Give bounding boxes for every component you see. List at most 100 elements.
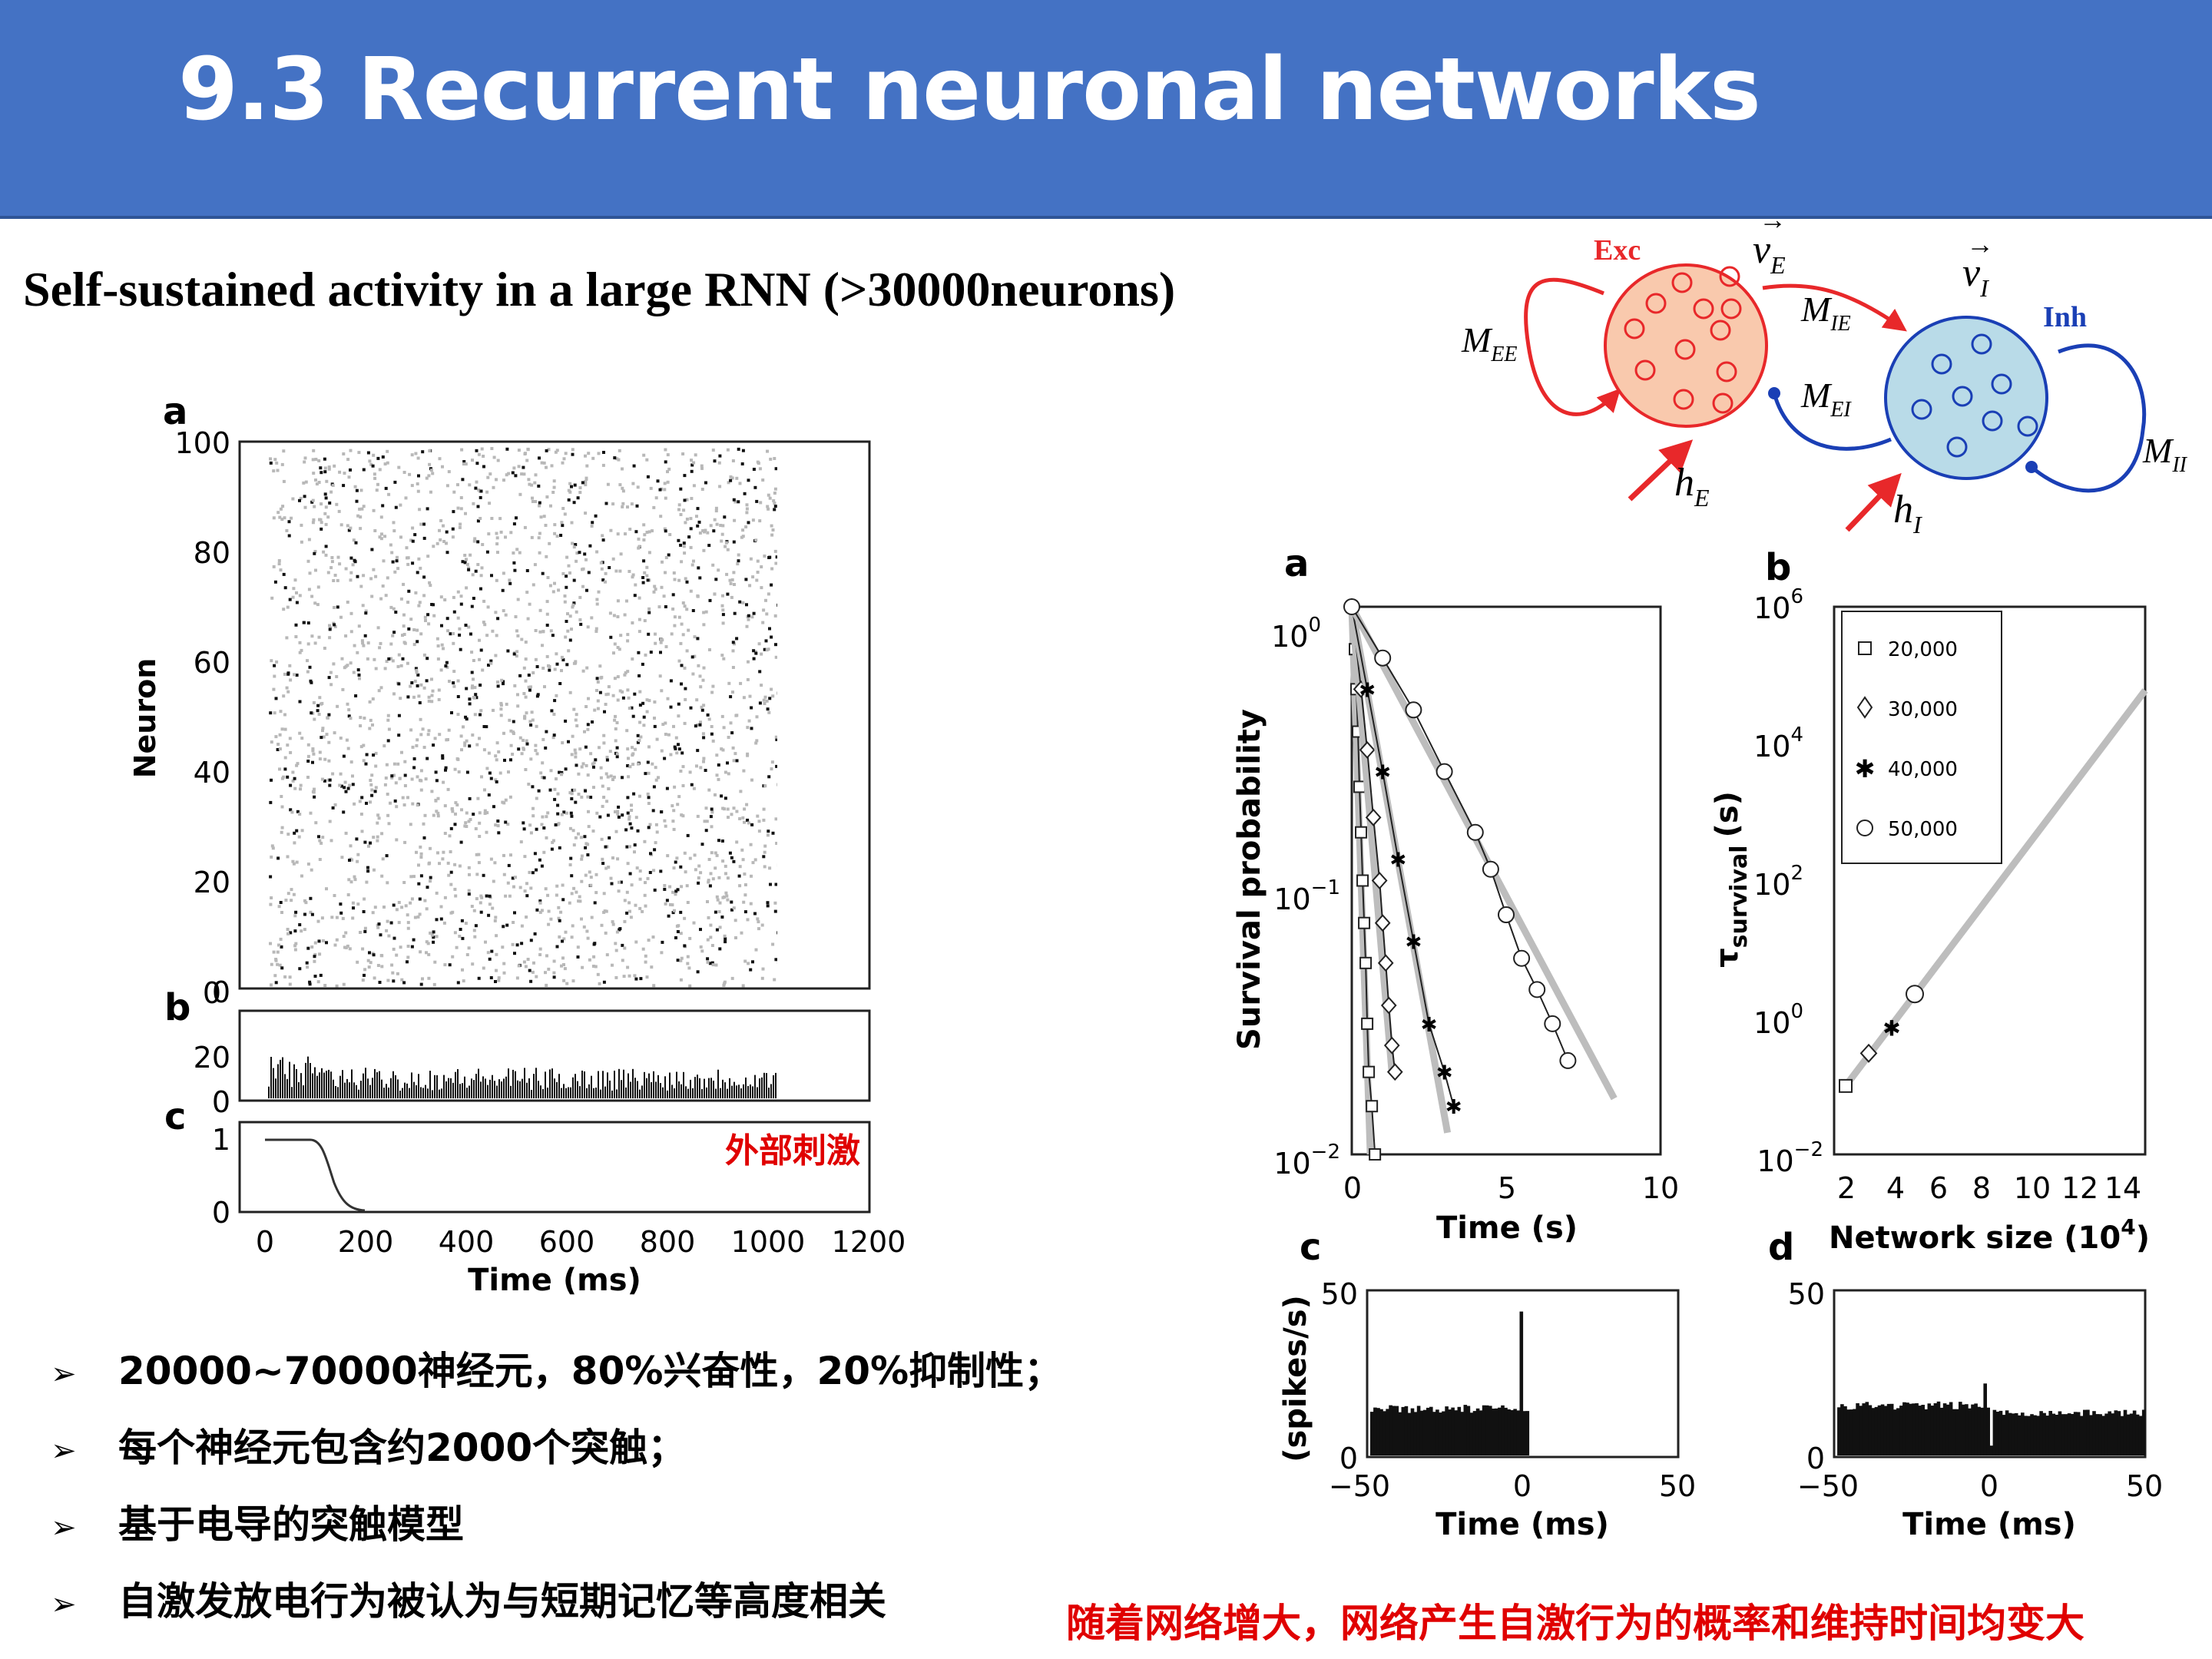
spike-dot [718, 454, 722, 458]
spike-dot [428, 449, 432, 452]
spike-dot [560, 655, 564, 659]
spike-dot [351, 774, 354, 778]
spike-dot [489, 857, 493, 861]
spike-dot [346, 893, 350, 896]
spike-dot [288, 982, 292, 986]
spike-dot [368, 951, 371, 955]
spike-dot [591, 720, 594, 724]
spike-dot [575, 713, 578, 717]
spike-dot [637, 537, 641, 541]
spike-dot [290, 888, 293, 892]
rate-bar [1871, 1408, 1876, 1455]
spike-dot [343, 666, 346, 670]
spike-dot [385, 854, 389, 858]
spike-dot [273, 580, 277, 584]
spike-dot [523, 716, 526, 720]
spike-dot [738, 600, 742, 604]
spike-dot [626, 633, 630, 637]
spike-dot [504, 535, 507, 539]
rate-bar [1971, 1404, 1975, 1455]
spike-dot [341, 916, 345, 920]
spike-dot [606, 813, 610, 817]
spike-dot [621, 776, 624, 780]
spike-dot [477, 452, 481, 456]
spike-dot [452, 684, 456, 688]
spike-dot [553, 531, 557, 535]
scaling-ytick: 106 [1753, 585, 1803, 625]
panel-d-xtick: −50 [1797, 1469, 1859, 1503]
spike-dot [563, 512, 567, 516]
spike-dot [482, 455, 485, 458]
spike-dot [575, 763, 578, 767]
spike-dot [458, 864, 462, 868]
spike-dot [382, 559, 386, 563]
spike-dot [531, 496, 534, 500]
spike-dot [744, 578, 748, 581]
spike-dot [741, 528, 745, 532]
spike-dot [710, 961, 714, 965]
spike-dot [287, 534, 291, 538]
spike-dot [471, 962, 475, 966]
spike-dot [755, 499, 759, 503]
spike-dot [339, 772, 343, 776]
spike-dot [557, 822, 561, 826]
spike-dot [330, 916, 334, 919]
rate-bar [1986, 1407, 1990, 1455]
spike-dot [535, 752, 539, 756]
spike-dot [697, 520, 701, 524]
spike-dot [731, 690, 734, 694]
rate-bar [1498, 1407, 1502, 1455]
spike-dot [706, 531, 710, 535]
spike-dot [631, 657, 634, 661]
spike-dot [269, 800, 273, 804]
spike-dot [482, 748, 486, 752]
spike-dot [341, 687, 345, 691]
spike-dot [495, 634, 498, 637]
spike-dot [544, 524, 548, 527]
spike-dot [489, 777, 493, 780]
stim-ytick: 0 [212, 1196, 230, 1230]
spike-dot [531, 718, 535, 722]
spike-dot [664, 645, 668, 648]
spike-dot [710, 851, 714, 855]
spike-dot [303, 912, 306, 916]
spike-dot [323, 984, 327, 987]
spike-dot [435, 541, 439, 545]
rate-bar [1488, 1406, 1492, 1455]
spike-dot [604, 909, 608, 913]
spike-dot [639, 977, 643, 981]
spike-dot [671, 903, 674, 907]
spike-dot [616, 615, 620, 618]
rate-bar [1386, 1409, 1389, 1455]
spike-dot [774, 655, 778, 659]
spike-dot [672, 827, 676, 831]
spike-dot [511, 942, 515, 946]
spike-dot [652, 785, 656, 789]
spike-dot [432, 982, 436, 986]
spike-dot [429, 879, 432, 883]
spike-dot [406, 960, 409, 964]
spike-dot [584, 480, 588, 483]
spike-dot [449, 911, 453, 915]
spike-dot [513, 684, 517, 687]
spike-dot [690, 459, 693, 462]
spike-dot [528, 823, 532, 827]
raster-axes [238, 440, 871, 990]
spike-dot [534, 473, 538, 477]
spike-dot [584, 512, 588, 515]
spike-dot [386, 718, 390, 722]
spike-dot [579, 836, 583, 839]
spike-dot [506, 881, 510, 885]
spike-dot [714, 793, 717, 796]
spike-dot [306, 670, 310, 674]
spike-dot [730, 578, 734, 581]
spike-dot [682, 508, 686, 512]
spike-dot [339, 737, 343, 740]
spike-dot [760, 652, 763, 656]
spike-dot [756, 559, 760, 563]
spike-dot [630, 502, 634, 506]
spike-dot [553, 581, 556, 585]
spike-dot [601, 538, 605, 542]
spike-dot [770, 760, 774, 764]
